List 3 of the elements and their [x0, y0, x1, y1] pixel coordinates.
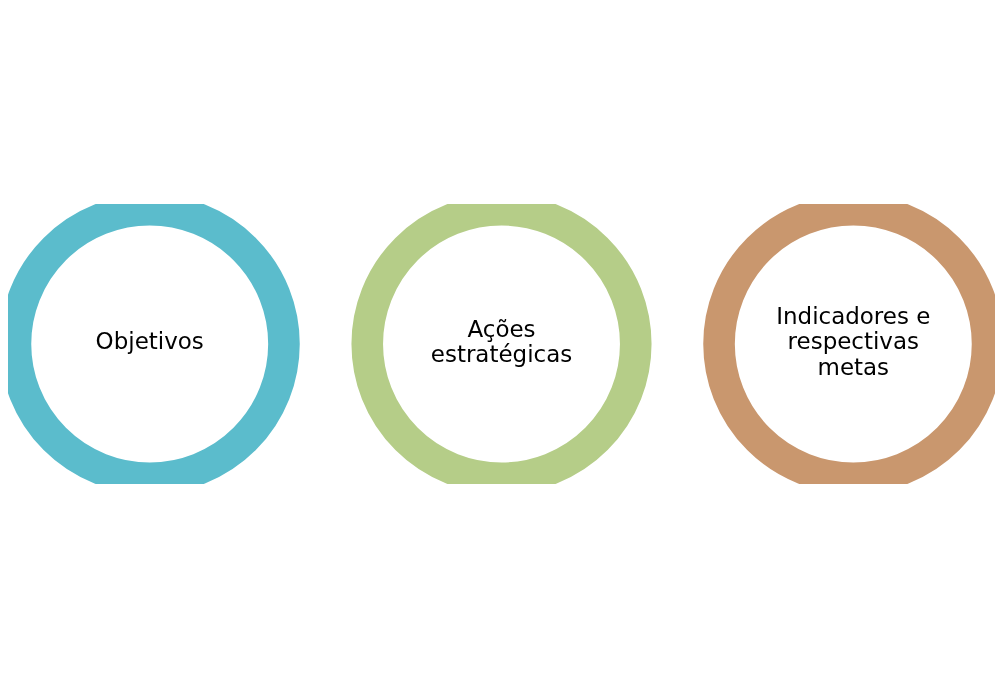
node-circle: Objetivos [8, 204, 300, 484]
node-circle: Ações estratégicas [351, 204, 652, 484]
node-circle: Indicadores e respectivas metas [703, 204, 995, 484]
